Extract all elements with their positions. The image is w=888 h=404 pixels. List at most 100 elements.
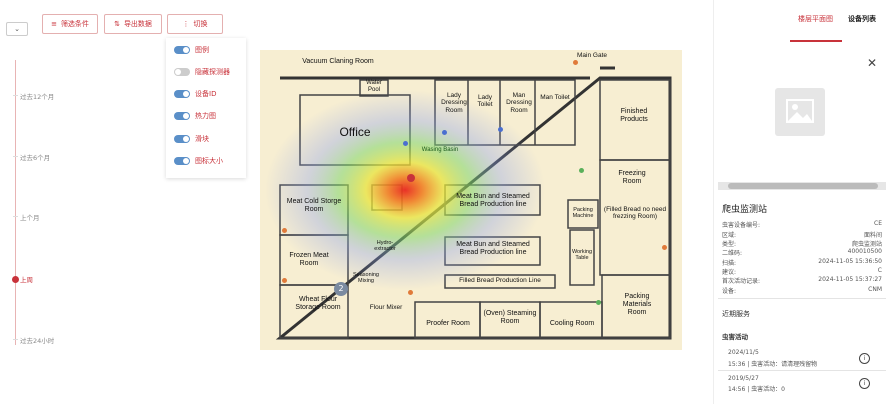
working-table: Working Table: [571, 249, 593, 262]
activity-date: 2024/11/5: [728, 349, 759, 356]
room-proofer: Proofer Room: [426, 320, 470, 327]
toggle-switch[interactable]: [174, 135, 190, 143]
chevron-down-icon: ⌄: [14, 25, 20, 33]
room-lady-toilet: Lady Toilet: [477, 94, 493, 109]
field-row: 扫描:2024-11-05 15:36:50: [722, 258, 882, 267]
image-placeholder-icon: [775, 88, 825, 136]
room-office: Office: [339, 125, 371, 139]
room-oven: (Oven) Steaming Room: [483, 310, 537, 326]
room-finished-products: Finished Products: [620, 108, 648, 124]
room-vacuum: Vacuum Claning Room: [302, 58, 374, 65]
view-select[interactable]: ⌄: [6, 22, 28, 36]
tab-floor-plan[interactable]: 楼层平面图: [798, 15, 833, 23]
room-packing-materials: Packing Materials Room: [622, 293, 652, 317]
recent-service-heading: 近期服务: [722, 310, 750, 318]
layer-toggle-device-id[interactable]: 设备ID: [174, 88, 216, 100]
device-cluster-marker[interactable]: 2: [334, 282, 348, 296]
timeline-label[interactable]: 过去24小时: [20, 337, 55, 345]
layer-toggle-slider[interactable]: 滑块: [174, 133, 209, 145]
production-line-2: Meat Bun and Steamed Bread Production li…: [456, 241, 530, 257]
field-row: 区域:面料间: [722, 232, 882, 239]
timeline-label[interactable]: 过去6个月: [20, 154, 51, 162]
timeline-handle[interactable]: [12, 276, 19, 283]
floor-plan-walls: [265, 66, 672, 340]
more-vertical-icon: ⋮: [182, 20, 190, 28]
timeline-label[interactable]: 过去12个月: [20, 93, 55, 101]
filter-button[interactable]: ≡筛选条件: [42, 14, 98, 34]
room-wheat-flour: Wheat Flour Storage Room: [295, 296, 341, 312]
divider: [718, 298, 886, 299]
floor-plan-map[interactable]: Vacuum Claning Room Water Pool Lady Dres…: [260, 50, 682, 350]
main-gate-label: Main Gate: [577, 52, 607, 59]
scrollbar-thumb[interactable]: [728, 183, 878, 189]
filled-bread-line: Filled Bread Production Line: [459, 277, 541, 284]
room-cooling: Cooling Room: [549, 320, 595, 327]
room-meat-cold: Meat Cold Storge Room: [286, 198, 342, 214]
tab-device-list[interactable]: 设备列表: [848, 15, 876, 23]
layer-toggle-icon-size[interactable]: 图标大小: [174, 155, 223, 167]
layer-panel: 图例 隐藏探测器 设备ID 热力图 滑块 图标大小: [166, 38, 246, 178]
layer-toggle-heatmap[interactable]: 热力图: [174, 110, 216, 122]
seasoning-mixing: Seasoning Mixing: [353, 272, 379, 285]
field-row: 类型:爬虫监测站: [722, 241, 882, 248]
export-button[interactable]: ⇅导出数据: [104, 14, 162, 34]
timeline-track[interactable]: [15, 60, 16, 345]
divider: [718, 370, 886, 371]
toggle-switch[interactable]: [174, 112, 190, 120]
flour-mixer: Flour Mixer: [369, 304, 403, 311]
pest-activity-heading: 虫害活动: [722, 333, 748, 341]
field-row: 二维码:400010500: [722, 248, 882, 257]
device-marker[interactable]: [662, 245, 667, 250]
export-icon: ⇅: [114, 20, 120, 28]
hydro-extractor: Hydro-extractor: [374, 240, 396, 253]
room-man-dressing: Man Dressing Room: [506, 92, 532, 114]
device-marker[interactable]: [573, 60, 578, 65]
device-marker-active[interactable]: [407, 174, 415, 182]
activity-text: 15:36 | 虫害活动：请清理残留物: [728, 361, 818, 368]
layer-toggle-legend[interactable]: 图例: [174, 44, 209, 56]
device-marker[interactable]: [282, 228, 287, 233]
toggle-switch[interactable]: [174, 90, 190, 98]
timeline-tick: [13, 156, 18, 157]
device-marker[interactable]: [442, 130, 447, 135]
device-marker[interactable]: [498, 127, 503, 132]
toggle-switch[interactable]: [174, 157, 190, 165]
device-marker[interactable]: [408, 290, 413, 295]
packing-machine: Packing Machine: [572, 207, 594, 220]
device-marker[interactable]: [403, 141, 408, 146]
room-frozen-meat: Frozen Meat Room: [289, 252, 329, 268]
active-tab-indicator: [790, 40, 842, 42]
info-icon[interactable]: i: [859, 353, 870, 364]
horizontal-scrollbar[interactable]: [718, 182, 886, 190]
field-row: 设备:CNM: [722, 286, 882, 295]
room-freezing: Freezing Room: [618, 170, 646, 186]
layer-toggle-hide-detectors[interactable]: 隐藏探测器: [174, 66, 230, 78]
room-man-toilet: Man Toilet: [540, 94, 570, 101]
room-water-pool: Water Pool: [366, 80, 382, 93]
close-icon[interactable]: ✕: [867, 56, 878, 70]
timeline-tick: [13, 216, 18, 217]
device-marker[interactable]: [596, 300, 601, 305]
toggle-switch[interactable]: [174, 68, 190, 76]
switch-button[interactable]: ⋮切换: [167, 14, 223, 34]
activity-date: 2019/5/27: [728, 375, 759, 382]
room-filled-bread-freeze: (Filled Bread no need frezzing Room): [603, 206, 667, 221]
field-row: 首次活动记录:2024-11-05 15:37:27: [722, 276, 882, 285]
room-wasing-basin: Wasing Basin: [421, 147, 459, 153]
room-lady-dressing: Lady Dressing Room: [441, 92, 467, 114]
image-placeholder-svg: [786, 99, 814, 123]
device-marker[interactable]: [579, 168, 584, 173]
timeline-tick: [13, 95, 18, 96]
device-title: 爬虫监测站: [722, 205, 768, 215]
production-line-1: Meat Bun and Steamed Bread Production li…: [456, 193, 530, 209]
timeline-label[interactable]: 上个月: [20, 214, 40, 222]
activity-text: 14:56 | 虫害活动：0: [728, 386, 785, 393]
device-marker[interactable]: [282, 278, 287, 283]
right-panel: 楼层平面图 设备列表 ✕ 爬虫监测站 虫害设备编号:CE 区域:面料间 类型:爬…: [713, 0, 888, 404]
field-row: 虫害设备编号:CE: [722, 220, 882, 229]
timeline-label-selected[interactable]: 上周: [20, 276, 33, 284]
toggle-switch[interactable]: [174, 46, 190, 54]
timeline-tick: [13, 339, 18, 340]
info-icon[interactable]: i: [859, 378, 870, 389]
field-row: 建议:C: [722, 267, 882, 276]
